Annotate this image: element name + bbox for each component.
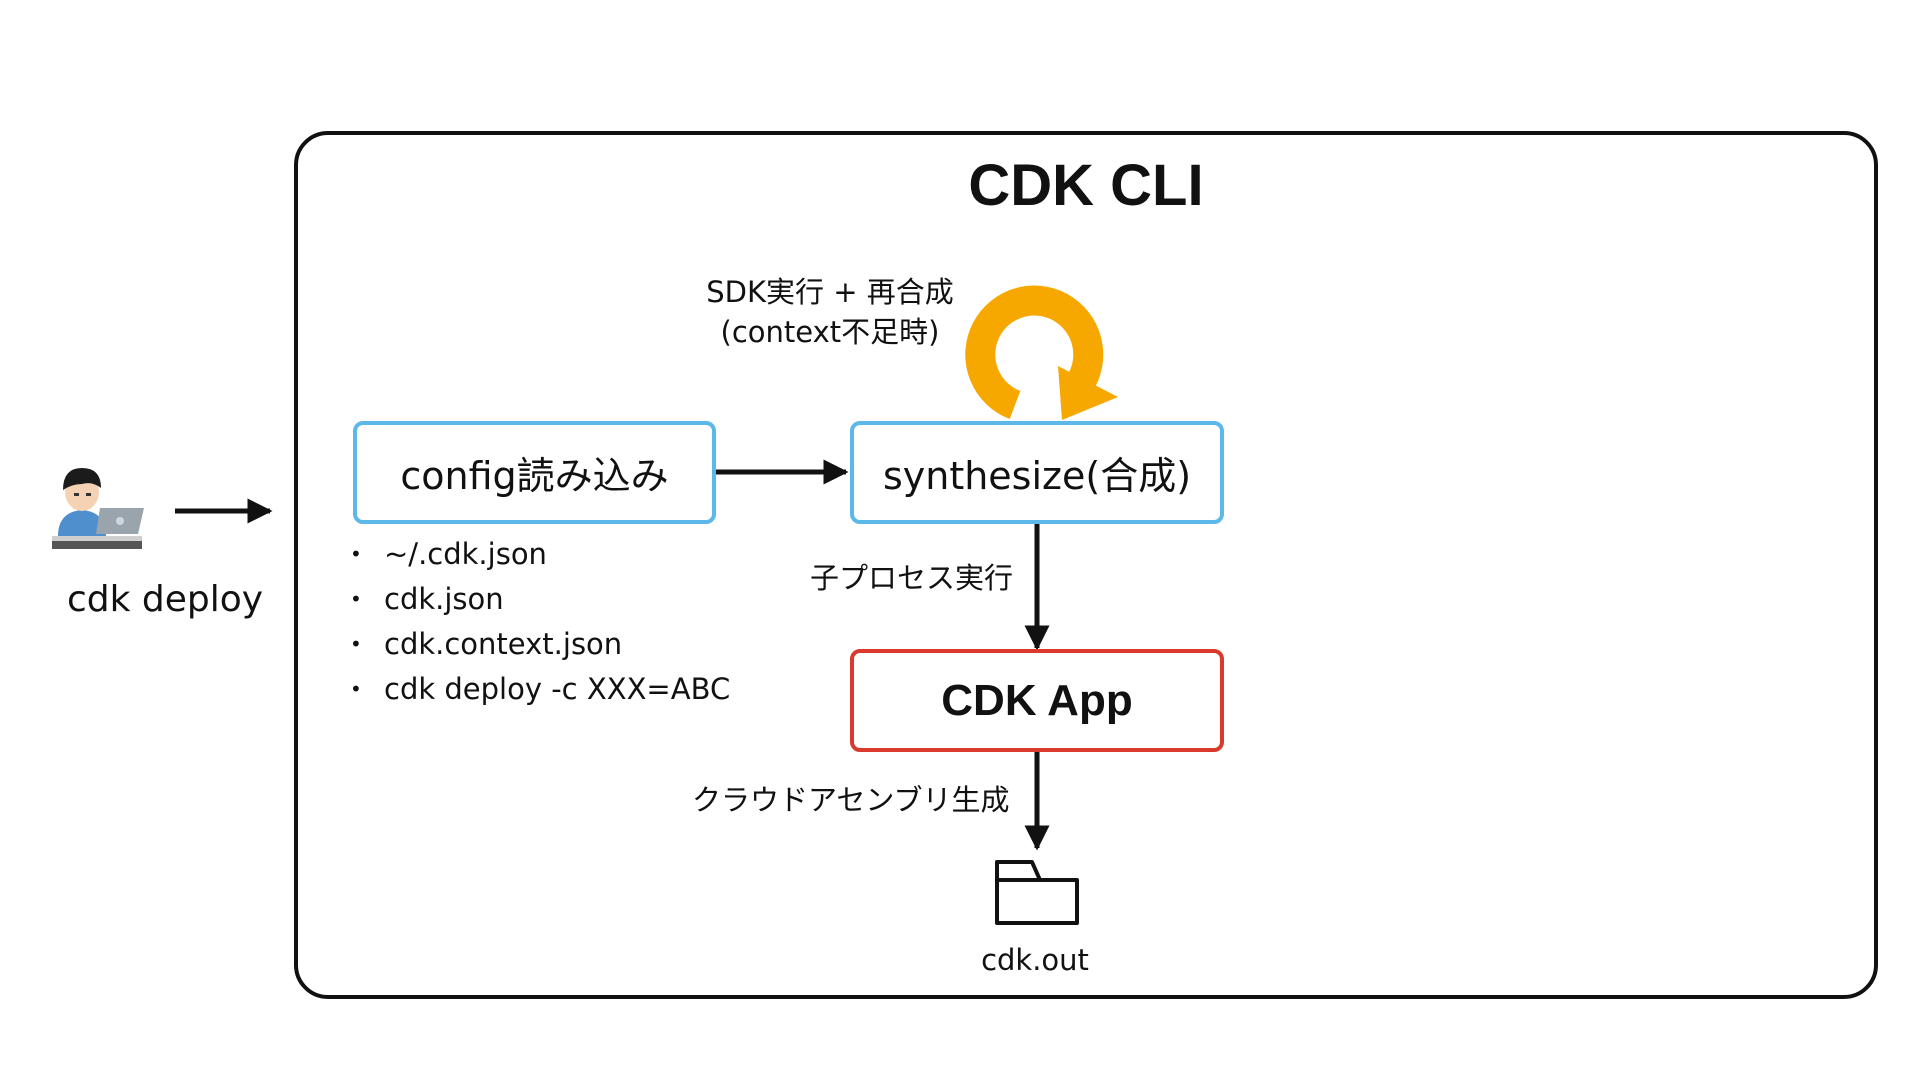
loop-label-line2: (context不足時) [720, 315, 940, 349]
person-with-laptop-icon [52, 468, 144, 549]
subprocess-label: 子プロセス実行 [810, 561, 1014, 595]
assembly-label: クラウドアセンブリ生成 [692, 783, 1010, 817]
user-command-label: cdk deploy [66, 579, 264, 620]
cdk-app-node: CDK App [850, 649, 1224, 752]
config-source-item: ~/.cdk.json [350, 532, 730, 577]
config-source-item: cdk.json [350, 577, 730, 622]
loop-label-line1: SDK実行 + 再合成 [706, 275, 954, 309]
config-source-item: cdk deploy -c XXX=ABC [350, 667, 730, 712]
config-sources-list: ~/.cdk.json cdk.json cdk.context.json cd… [350, 532, 730, 712]
folder-icon [995, 860, 1079, 925]
loop-label: SDK実行 + 再合成 (context不足時) [640, 272, 1020, 352]
output-label: cdk.out [981, 943, 1089, 977]
cdk-cli-title: CDK CLI [968, 153, 1204, 218]
synthesize-node: synthesize(合成) [850, 421, 1224, 524]
config-source-item: cdk.context.json [350, 622, 730, 667]
refresh-loop-icon [965, 285, 1118, 420]
config-node: config読み込み [353, 421, 716, 524]
cdk-cli-frame [294, 131, 1878, 999]
